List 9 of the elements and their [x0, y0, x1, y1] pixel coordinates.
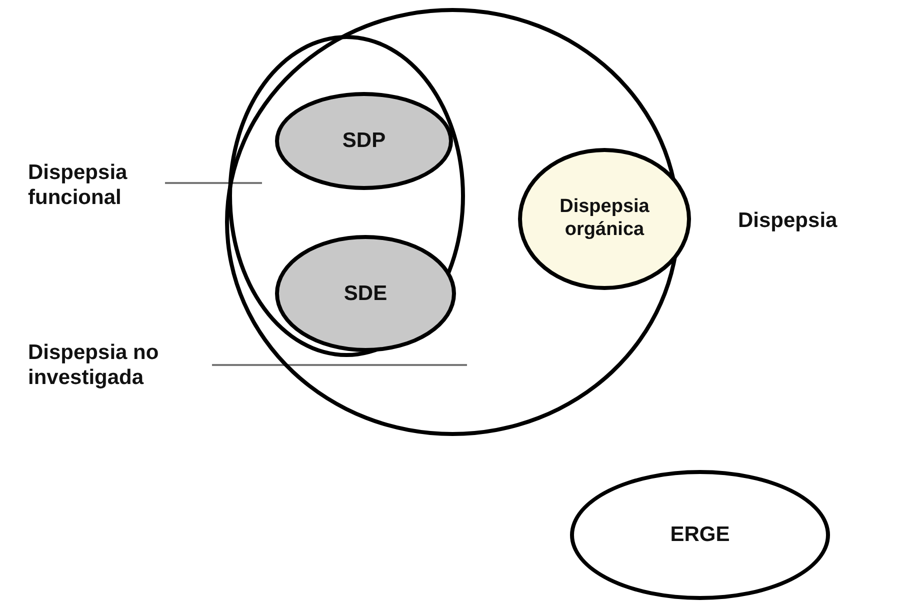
- set-label: Dispepsia: [738, 208, 838, 234]
- set-label: ERGE: [670, 522, 730, 548]
- callout-label: Dispepsia no investigada: [28, 340, 160, 390]
- set-label: SDP: [342, 128, 386, 154]
- leader-line: [165, 182, 262, 184]
- set-label: Dispepsia orgánica: [558, 196, 650, 242]
- callout-label: Dispepsia funcional: [28, 160, 128, 210]
- leader-line: [212, 364, 467, 366]
- set-label: SDE: [344, 280, 388, 306]
